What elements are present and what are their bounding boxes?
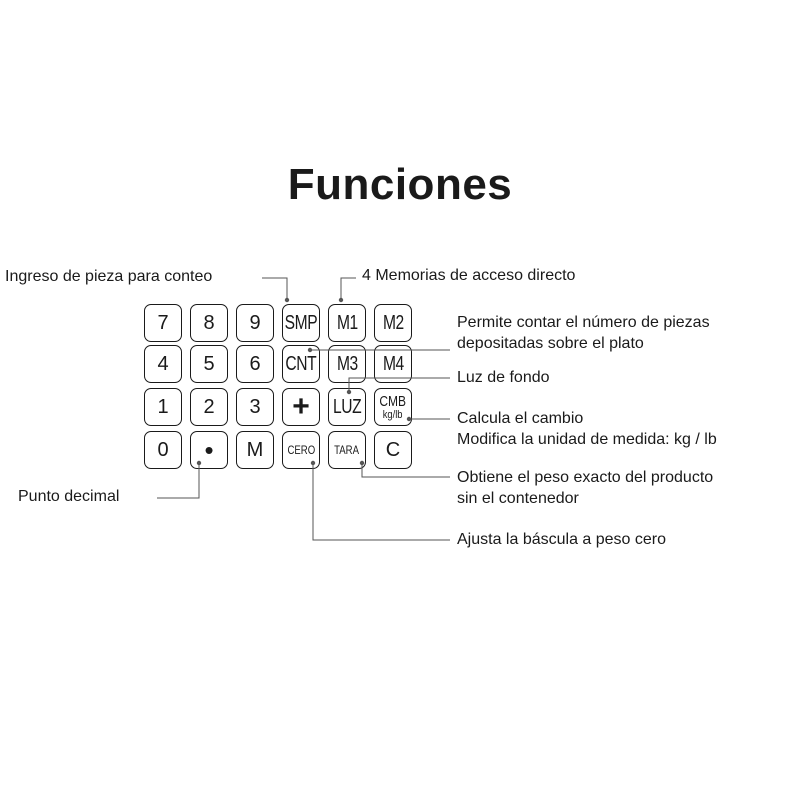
leader-memories: [340, 277, 356, 300]
leader-decimal: [157, 463, 200, 499]
label-cnt-line2: depositadas sobre el plato: [457, 334, 644, 352]
key-cmb[interactable]: CMB kg/lb: [374, 388, 412, 426]
label-memories: 4 Memorias de acceso directo: [362, 267, 576, 284]
key-plus[interactable]: +: [282, 388, 320, 426]
label-cmb-line1: Calcula el cambio: [457, 410, 584, 427]
label-luz: Luz de fondo: [457, 369, 550, 386]
leader-luz-dot: [346, 389, 352, 395]
key-tara[interactable]: TARA: [328, 431, 366, 469]
key-1[interactable]: 1: [144, 388, 182, 426]
key-luz[interactable]: LUZ: [328, 388, 366, 426]
label-smp: Ingreso de pieza para conteo: [5, 268, 213, 285]
label-decimal: Punto decimal: [18, 488, 120, 505]
leader-tara-dot: [359, 460, 365, 466]
key-c[interactable]: C: [374, 431, 412, 469]
label-cmb: Calcula el cambio Modifica la unidad de …: [457, 409, 717, 451]
label-tara: Obtiene el peso exacto del producto sin …: [457, 468, 713, 510]
label-cmb-line2: Modifica la unidad de medida: kg / lb: [457, 430, 717, 448]
leader-smp-dot: [284, 297, 290, 303]
key-smp[interactable]: SMP: [282, 304, 320, 342]
key-m1[interactable]: M1: [328, 304, 366, 342]
label-cnt: Permite contar el número de piezas depos…: [457, 313, 710, 355]
leader-smp: [262, 277, 288, 300]
leader-cero-dot: [310, 460, 316, 466]
leader-cmb-dot: [406, 416, 412, 422]
label-cnt-line1: Permite contar el número de piezas: [457, 314, 710, 331]
key-4[interactable]: 4: [144, 345, 182, 383]
label-tara-line2: sin el contenedor: [457, 489, 579, 507]
key-m3[interactable]: M3: [328, 345, 366, 383]
key-8[interactable]: 8: [190, 304, 228, 342]
label-cero: Ajusta la báscula a peso cero: [457, 531, 667, 548]
key-2[interactable]: 2: [190, 388, 228, 426]
key-9[interactable]: 9: [236, 304, 274, 342]
leader-tara: [361, 463, 450, 478]
leader-cero: [312, 463, 450, 541]
leader-luz: [348, 377, 450, 392]
label-tara-line1: Obtiene el peso exacto del producto: [457, 469, 714, 486]
page-title: Funciones: [287, 160, 513, 209]
key-m[interactable]: M: [236, 431, 274, 469]
key-0[interactable]: 0: [144, 431, 182, 469]
key-6[interactable]: 6: [236, 345, 274, 383]
key-7[interactable]: 7: [144, 304, 182, 342]
key-5[interactable]: 5: [190, 345, 228, 383]
leader-decimal-dot: [196, 460, 202, 466]
key-m4[interactable]: M4: [374, 345, 412, 383]
leader-memories-dot: [338, 297, 344, 303]
leader-cnt-dot: [307, 347, 313, 353]
key-decimal-point[interactable]: •: [190, 431, 228, 469]
key-cnt[interactable]: CNT: [282, 345, 320, 383]
key-3[interactable]: 3: [236, 388, 274, 426]
key-m2[interactable]: M2: [374, 304, 412, 342]
